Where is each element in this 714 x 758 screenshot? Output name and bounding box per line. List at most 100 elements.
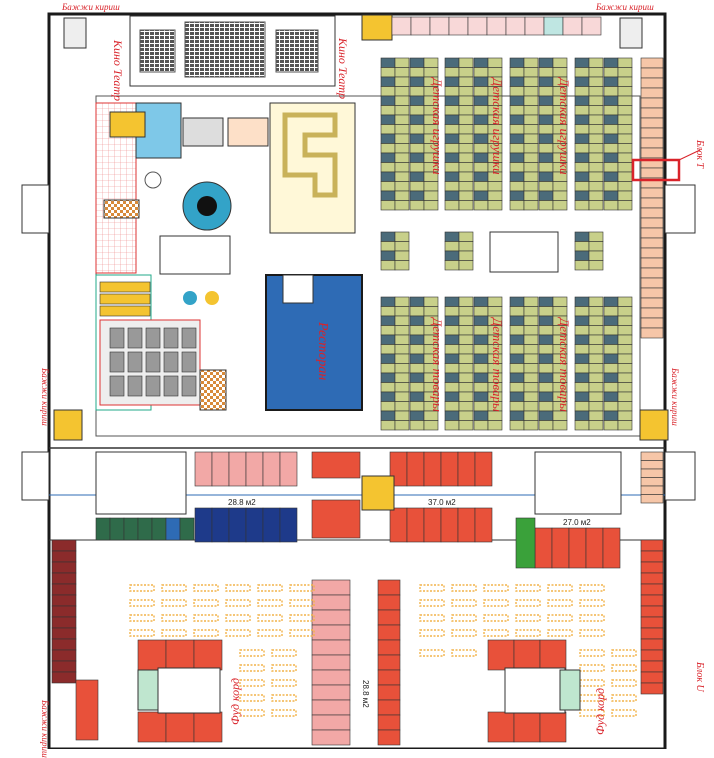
shop-cell bbox=[574, 133, 590, 144]
table-row bbox=[129, 599, 155, 607]
shop-cell bbox=[574, 114, 590, 125]
shop-cell bbox=[523, 171, 539, 182]
shop-cell bbox=[640, 147, 664, 159]
shop-cell bbox=[617, 133, 633, 144]
shop-cell bbox=[640, 87, 664, 99]
shop-cell bbox=[409, 363, 425, 374]
shop-cell bbox=[380, 296, 396, 307]
highlight-leader bbox=[678, 149, 701, 161]
shop-cell bbox=[409, 325, 425, 336]
shop-cell bbox=[444, 344, 460, 355]
shop-cell bbox=[51, 638, 77, 651]
shop-cell bbox=[640, 660, 664, 673]
shop-cell bbox=[394, 95, 410, 106]
table-row bbox=[239, 679, 265, 687]
shop-cell bbox=[603, 67, 619, 78]
shop-cell bbox=[617, 410, 633, 421]
shop-cell bbox=[311, 499, 361, 539]
shop-cell bbox=[538, 152, 554, 163]
shop-cell bbox=[523, 181, 539, 192]
play-cell bbox=[163, 327, 179, 349]
shop-cell bbox=[574, 420, 590, 431]
shop-cell bbox=[409, 296, 425, 307]
shop-cell bbox=[574, 181, 590, 192]
shop-cell bbox=[523, 334, 539, 345]
shop-cell bbox=[487, 420, 503, 431]
table-row bbox=[225, 599, 251, 607]
shop-cell bbox=[640, 649, 664, 662]
shop-cell bbox=[380, 105, 396, 116]
table-row bbox=[129, 629, 155, 637]
shop-cell bbox=[509, 334, 525, 345]
shop-cell bbox=[51, 583, 77, 596]
shop-cell bbox=[538, 86, 554, 97]
shop-cell bbox=[377, 579, 401, 596]
shop-cell bbox=[523, 306, 539, 317]
shop-cell bbox=[473, 105, 489, 116]
play-cell bbox=[109, 375, 125, 397]
table-row bbox=[419, 629, 445, 637]
shop-cell bbox=[603, 325, 619, 336]
shop-cell bbox=[377, 669, 401, 686]
shop-cell bbox=[523, 114, 539, 125]
table-row bbox=[161, 599, 187, 607]
shop-cell bbox=[473, 181, 489, 192]
shop-cell bbox=[473, 67, 489, 78]
shop-cell bbox=[617, 67, 633, 78]
shop-cell bbox=[574, 391, 590, 402]
shop-cell bbox=[409, 334, 425, 345]
shop-cell bbox=[588, 315, 604, 326]
shop-cell bbox=[588, 296, 604, 307]
table-row bbox=[161, 614, 187, 622]
shop-cell bbox=[603, 372, 619, 383]
shop-cell bbox=[509, 190, 525, 201]
shop-cell bbox=[538, 410, 554, 421]
shop-cell bbox=[423, 420, 439, 431]
top-shop bbox=[505, 16, 526, 36]
shop-cell bbox=[617, 86, 633, 97]
shop-cell bbox=[444, 306, 460, 317]
shop-cell bbox=[574, 260, 590, 271]
table-row bbox=[611, 664, 637, 672]
shop-cell bbox=[523, 325, 539, 336]
shop-cell bbox=[409, 171, 425, 182]
table-row bbox=[579, 649, 605, 657]
shop-cell bbox=[380, 353, 396, 364]
shop-cell bbox=[588, 420, 604, 431]
shop-cell bbox=[617, 315, 633, 326]
top-shop bbox=[524, 16, 545, 36]
restaurant bbox=[265, 274, 363, 411]
shop-cell bbox=[523, 401, 539, 412]
fc-green-left bbox=[137, 669, 159, 711]
shop-cell bbox=[568, 527, 587, 569]
shop-cell bbox=[211, 507, 230, 543]
shop-cell bbox=[523, 200, 539, 211]
shop-cell bbox=[380, 124, 396, 135]
shop-cell bbox=[409, 372, 425, 383]
shop-cell bbox=[380, 231, 396, 242]
escalator-top bbox=[361, 14, 393, 41]
shop-cell bbox=[473, 57, 489, 68]
shop-cell bbox=[444, 410, 460, 421]
shop-cell bbox=[394, 231, 410, 242]
shop-cell bbox=[440, 451, 459, 487]
right-column-mid bbox=[664, 451, 696, 501]
block-t-label: Блок T bbox=[694, 140, 705, 169]
table-row bbox=[271, 664, 297, 672]
shop-cell bbox=[394, 76, 410, 87]
shop-cell bbox=[394, 152, 410, 163]
shop-cell bbox=[377, 684, 401, 701]
shop-cell bbox=[640, 167, 664, 179]
shop-cell bbox=[51, 616, 77, 629]
table-row bbox=[419, 584, 445, 592]
shop-cell bbox=[311, 609, 351, 626]
table-row bbox=[579, 679, 605, 687]
shop-cell bbox=[458, 372, 474, 383]
shop-cell bbox=[380, 315, 396, 326]
shop-cell bbox=[509, 162, 525, 173]
small-shop bbox=[151, 517, 167, 541]
shop-cell bbox=[458, 306, 474, 317]
table-row bbox=[547, 629, 573, 637]
shop-cell bbox=[380, 200, 396, 211]
shop-cell bbox=[473, 190, 489, 201]
